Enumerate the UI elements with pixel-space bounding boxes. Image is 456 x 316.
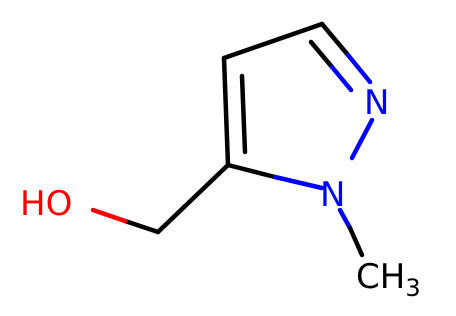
bond-c3-n2-inner-black — [308, 39, 335, 70]
bond-n1-methyl-blue — [337, 207, 353, 231]
atom-methyl-label: CH3 — [356, 257, 421, 302]
methyl-main: CH — [356, 257, 405, 297]
bond-c3-n2-inner-blue — [329, 64, 354, 93]
atom-n2-label: N — [364, 83, 389, 123]
bond-c3-c4 — [221, 21, 325, 61]
atom-hydroxyl-label: HO — [20, 184, 72, 224]
atom-n1-label: N — [320, 175, 345, 215]
bond-c4-c5-outer — [221, 55, 231, 168]
bond-c3-n2-black — [319, 21, 351, 58]
bond-c5-ch2 — [155, 162, 231, 235]
bond-c4-c5-inner — [239, 73, 248, 155]
bond-ch2-o-red — [90, 207, 128, 224]
bond-c3-n2-blue — [345, 52, 373, 85]
bond-n2-n1 — [349, 117, 375, 161]
methyl-subscript: 3 — [405, 274, 420, 302]
bond-c5-n1-blue — [272, 174, 325, 191]
bond-c5-n1-black — [225, 162, 278, 180]
bond-n1-methyl-black — [347, 225, 365, 258]
bond-ch2-o-black — [122, 218, 161, 235]
